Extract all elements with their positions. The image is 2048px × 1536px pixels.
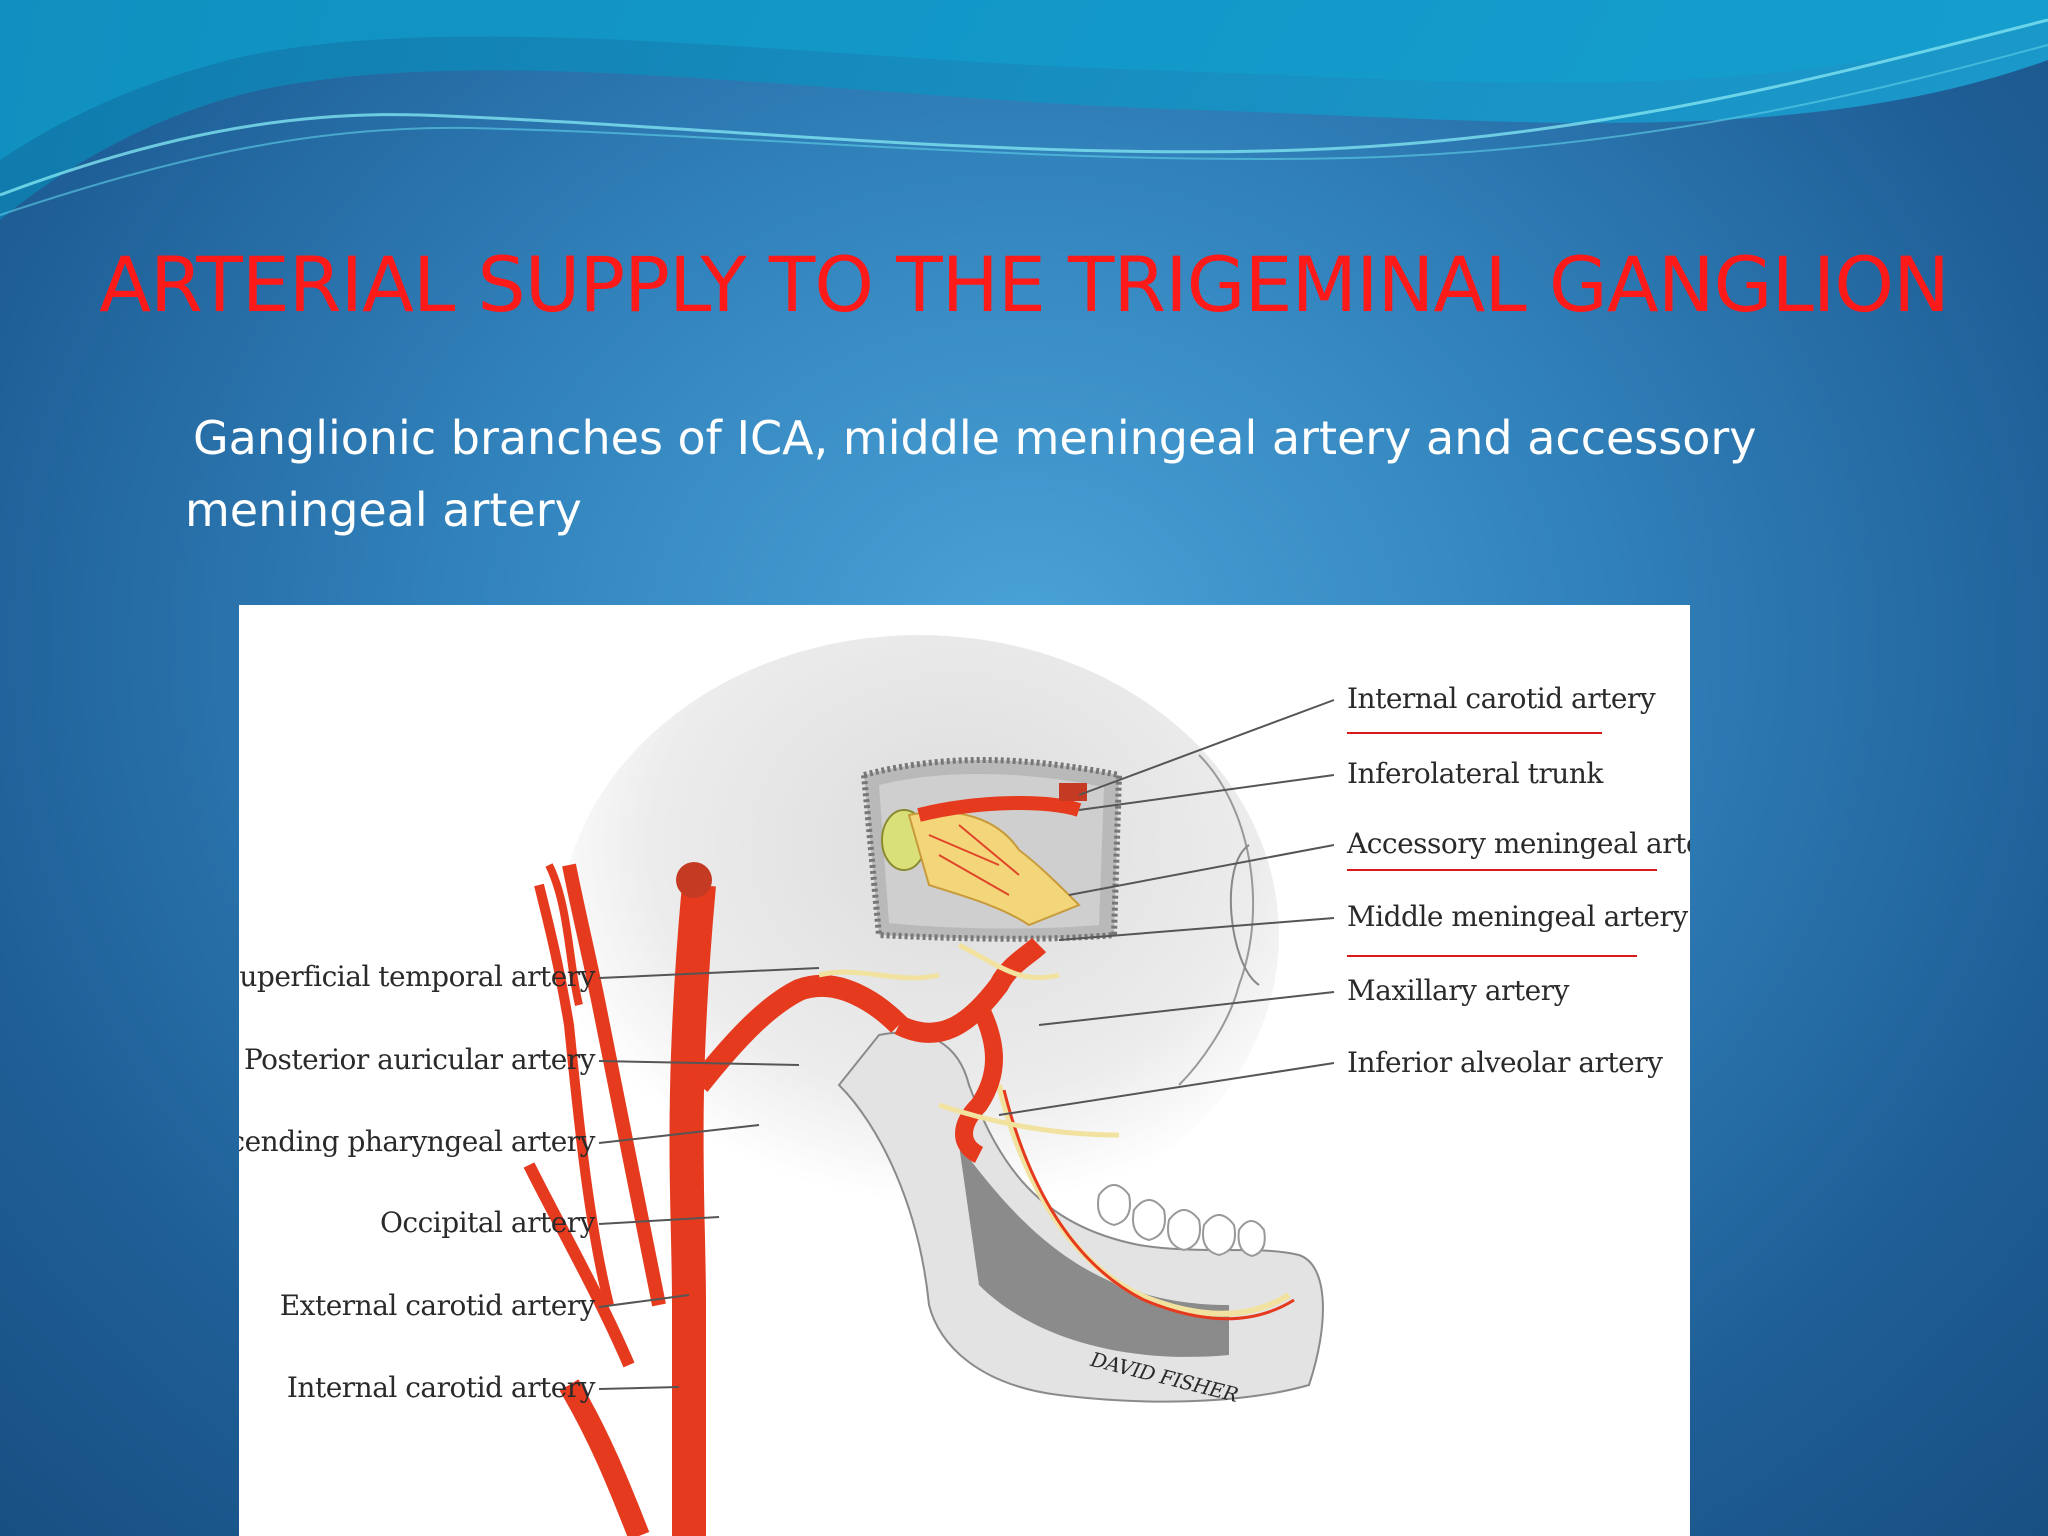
label-middle-meningeal-artery: Middle meningeal artery xyxy=(1347,900,1688,933)
slide-title: ARTERIAL SUPPLY TO THE TRIGEMINAL GANGLI… xyxy=(99,240,1950,329)
anatomy-illustration xyxy=(523,635,1335,1536)
wave-decoration xyxy=(0,0,2048,220)
underline-accessory-meningeal-artery xyxy=(1347,869,1657,871)
slide-body-text: Ganglionic branches of ICA, middle menin… xyxy=(185,411,1757,537)
label-inferolateral-trunk: Inferolateral trunk xyxy=(1347,757,1603,790)
label-maxillary-artery: Maxillary artery xyxy=(1347,974,1569,1007)
underline-internal-carotid-artery xyxy=(1347,732,1602,734)
label-occipital-artery: Occipital artery xyxy=(379,1206,596,1239)
underline-middle-meningeal-artery xyxy=(1347,955,1637,957)
label-posterior-auricular-artery: Posterior auricular artery xyxy=(243,1043,596,1076)
label-ascending-pharyngeal-artery: Ascending pharyngeal artery xyxy=(239,1125,596,1158)
label-accessory-meningeal-artery: Accessory meningeal artery xyxy=(1347,827,1690,860)
label-internal-carotid-artery-left: Internal carotid artery xyxy=(286,1371,596,1404)
anatomy-figure: Superficial temporal artery Posterior au… xyxy=(239,605,1690,1536)
label-external-carotid-artery: External carotid artery xyxy=(279,1289,596,1322)
label-superficial-temporal-artery: Superficial temporal artery xyxy=(239,960,596,993)
label-inferior-alveolar-artery: Inferior alveolar artery xyxy=(1347,1046,1663,1079)
label-internal-carotid-artery-right: Internal carotid artery xyxy=(1347,682,1656,715)
